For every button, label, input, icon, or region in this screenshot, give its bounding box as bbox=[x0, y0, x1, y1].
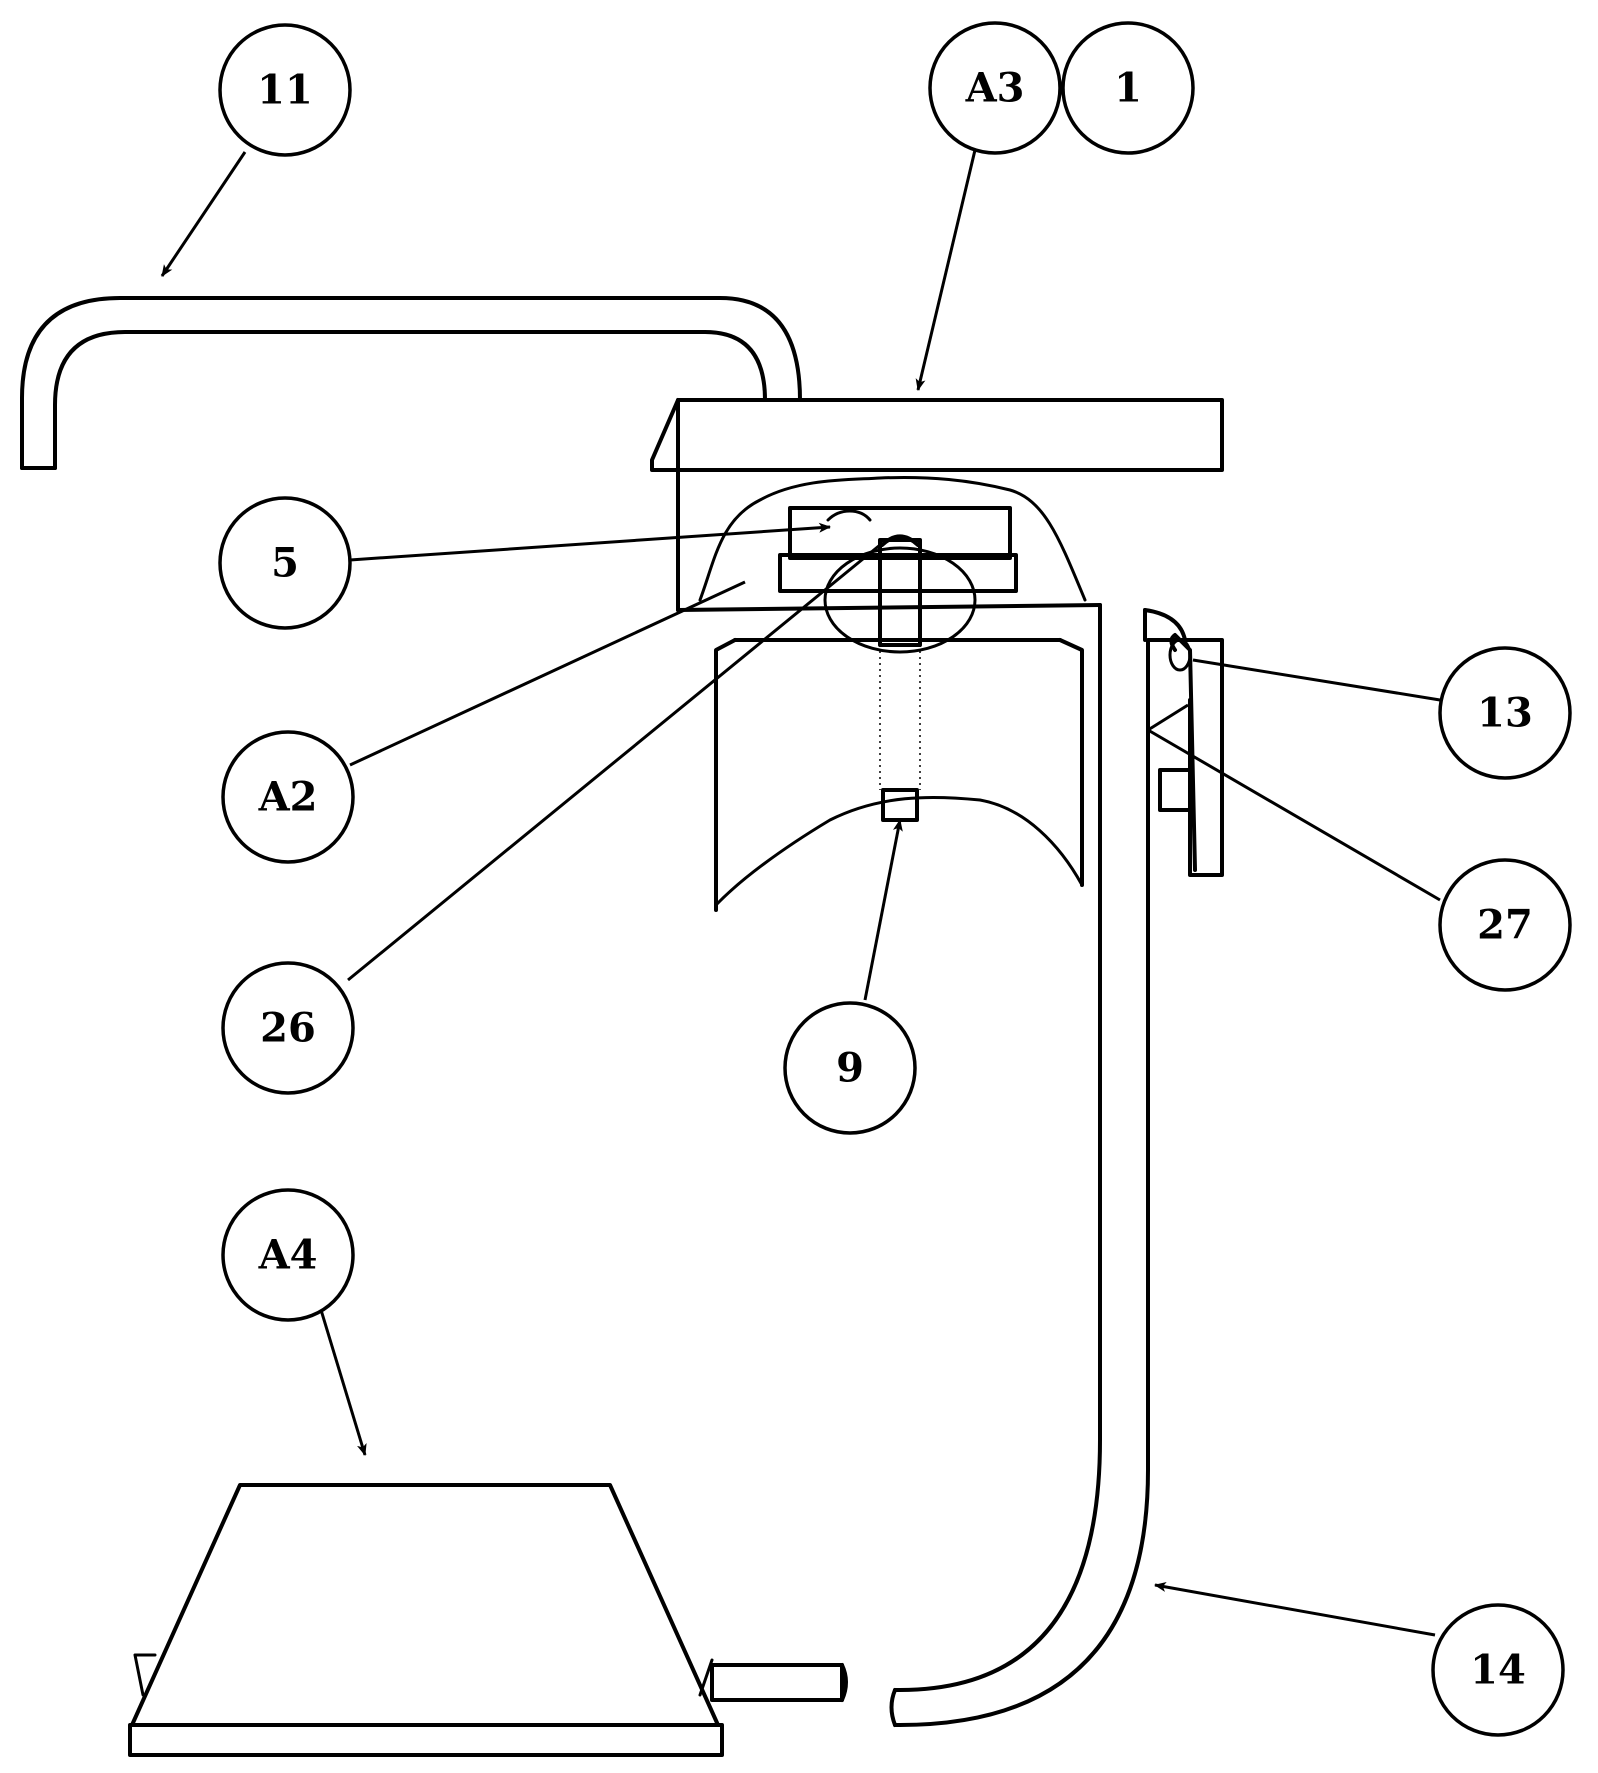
cylinder-body bbox=[714, 534, 1084, 912]
svg-text:A3: A3 bbox=[965, 65, 1025, 112]
callout-27: 27 bbox=[1438, 858, 1572, 992]
base bbox=[128, 1483, 848, 1757]
svg-text:1: 1 bbox=[1114, 65, 1142, 112]
svg-text:A2: A2 bbox=[258, 774, 318, 821]
callout-A2: A2 bbox=[221, 730, 355, 864]
svg-text:9: 9 bbox=[836, 1045, 864, 1092]
handle-tube bbox=[20, 296, 802, 470]
callout-14: 14 bbox=[1431, 1603, 1565, 1737]
callout-11: 11 bbox=[218, 23, 352, 157]
housing-box bbox=[650, 398, 1224, 612]
callout-13: 13 bbox=[1438, 646, 1572, 780]
svg-text:14: 14 bbox=[1470, 1647, 1526, 1694]
svg-text:13: 13 bbox=[1477, 690, 1533, 737]
svg-text:11: 11 bbox=[257, 67, 313, 114]
svg-text:27: 27 bbox=[1477, 902, 1533, 949]
callout-1: 1 bbox=[1061, 21, 1195, 155]
support-tube bbox=[889, 603, 1187, 1727]
callout-A3: A3 bbox=[928, 21, 1062, 155]
callout-26: 26 bbox=[221, 961, 355, 1095]
clamp-plate bbox=[1158, 633, 1224, 877]
callout-9: 9 bbox=[783, 1001, 917, 1135]
leader-lines bbox=[160, 149, 1441, 1637]
svg-text:5: 5 bbox=[271, 540, 299, 587]
svg-text:26: 26 bbox=[260, 1005, 316, 1052]
svg-text:A4: A4 bbox=[258, 1232, 318, 1279]
callout-A4: A4 bbox=[221, 1188, 355, 1322]
callout-5: 5 bbox=[218, 496, 352, 630]
